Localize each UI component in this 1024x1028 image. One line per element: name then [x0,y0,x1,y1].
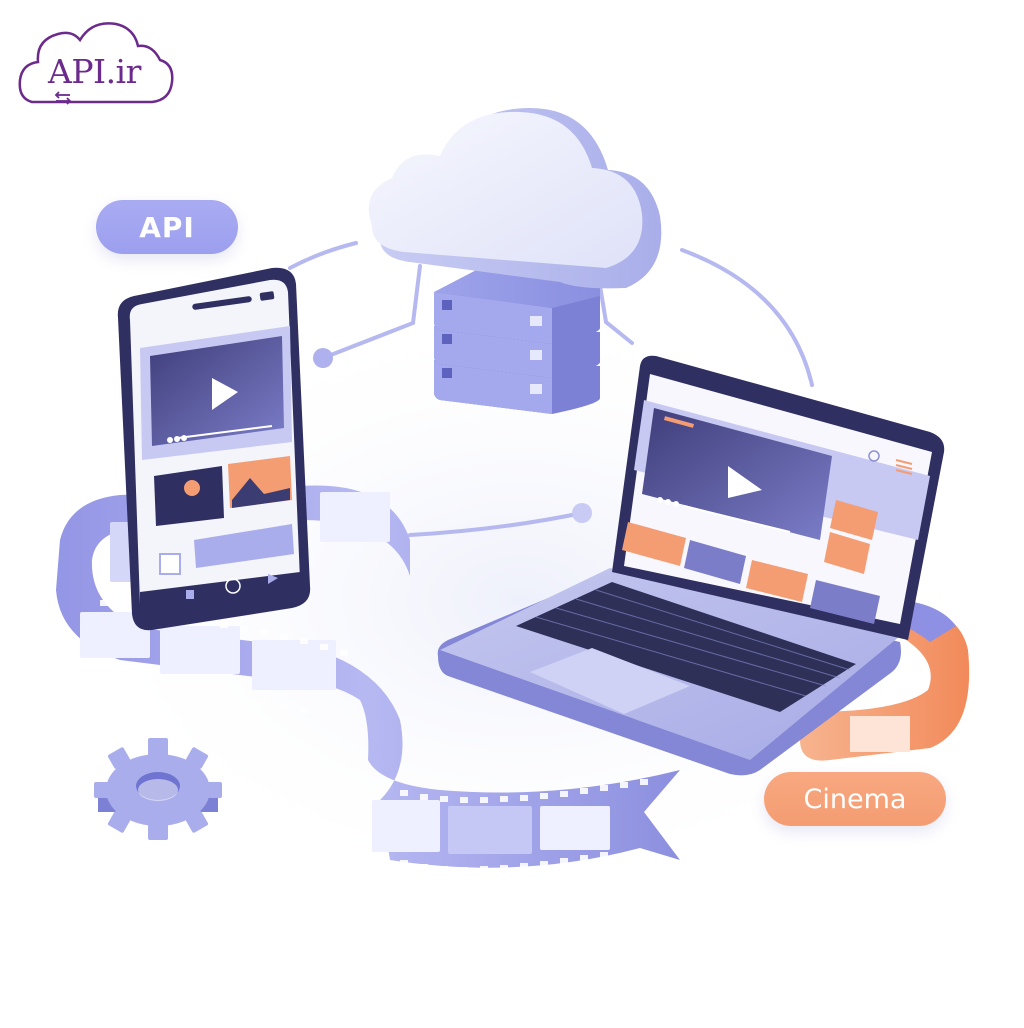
node-dot [313,348,333,368]
film-strip [56,485,680,873]
play-icon [212,378,238,410]
logo[interactable]: API.ir [14,16,178,112]
logo-text: API.ir [48,52,141,91]
node-dot [572,503,592,523]
cloud-exchange-icon [18,22,174,105]
home-button-icon [225,578,241,594]
api-label: API [96,200,238,254]
back-button-icon [186,590,194,599]
cloud [368,108,662,289]
smartphone [117,267,311,631]
server-stack [434,266,600,414]
play-icon [728,466,762,498]
keyboard [516,582,856,712]
menu-icon [895,459,913,475]
recent-button-icon [268,574,278,584]
gear-icon [94,738,222,840]
laptop [437,355,945,776]
settings-icon [868,450,880,462]
cinema-label: Cinema [764,772,946,826]
connector-lines [288,241,814,537]
trackpad [530,648,690,714]
